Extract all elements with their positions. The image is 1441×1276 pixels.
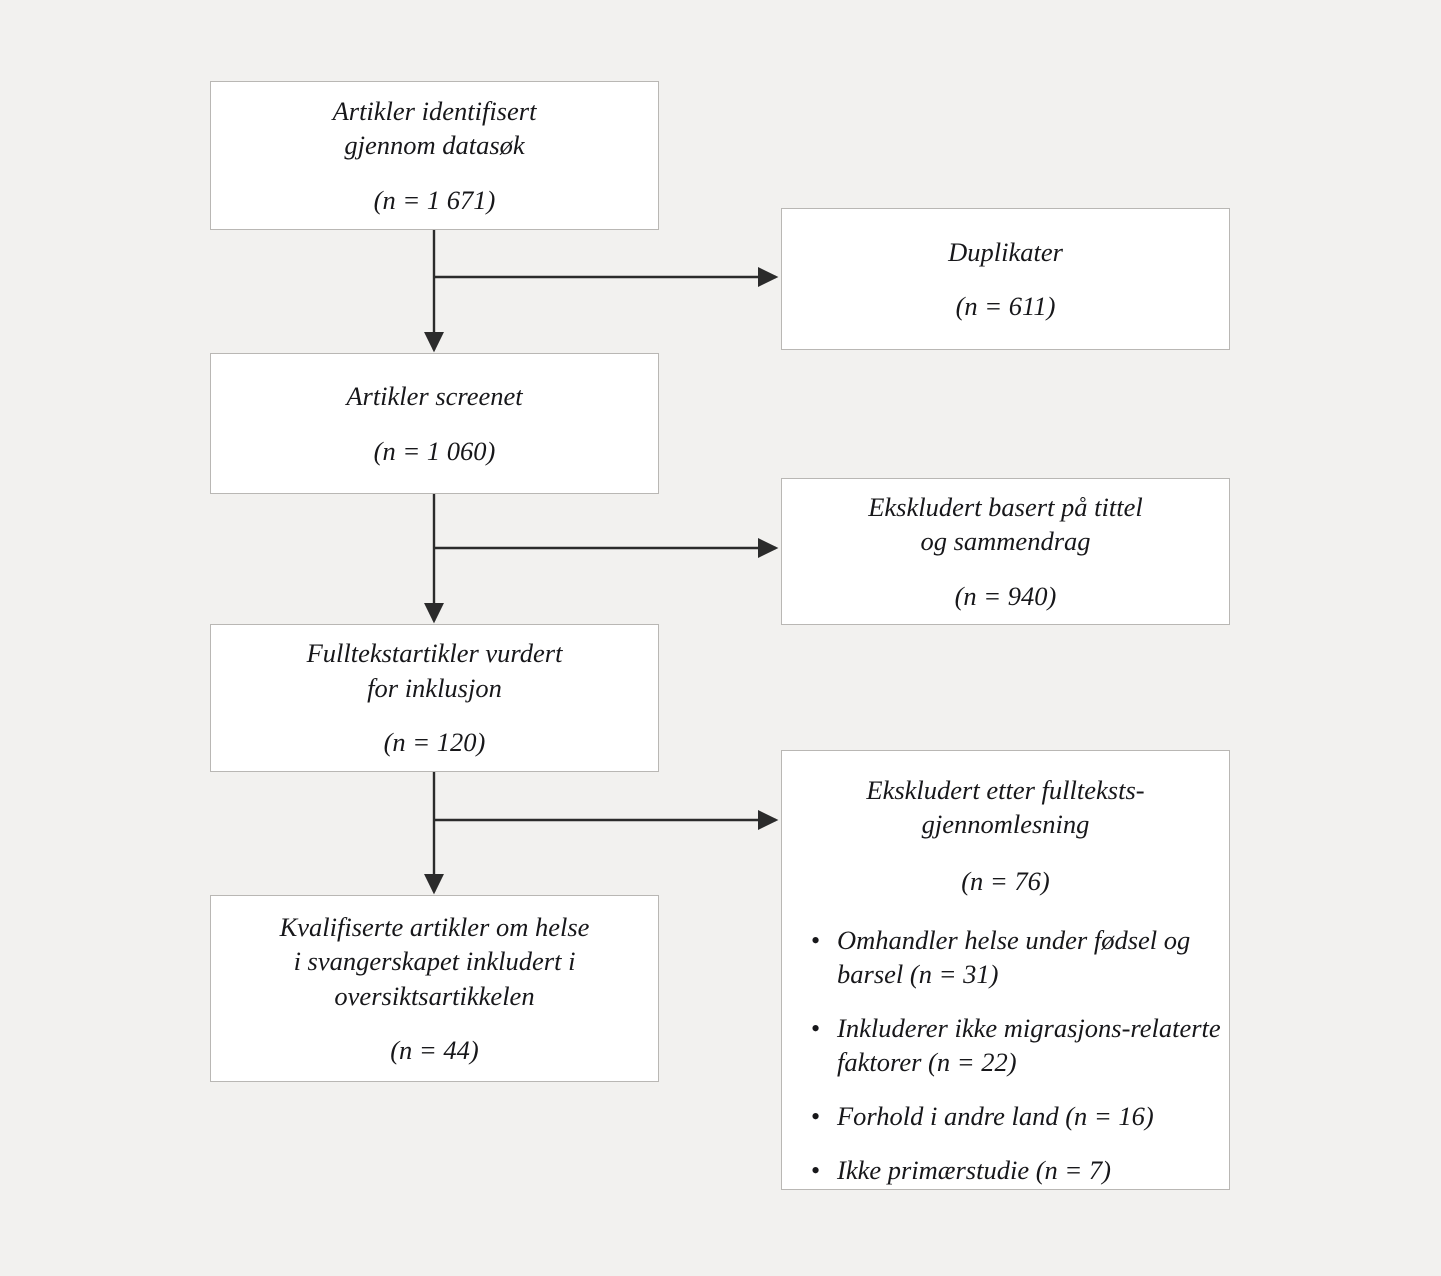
exclusion-reason-text: Ikke primærstudie (n = 7)	[837, 1154, 1111, 1185]
node-included-articles: Kvalifiserte artikler om helse i svanger…	[210, 895, 659, 1082]
node-excluded-after-fulltext-heading: Ekskludert etter fullteksts- gjennomlesn…	[796, 773, 1215, 898]
node-articles-identified-line2: gjennom datasøk	[344, 130, 525, 161]
list-item: • Inkluderer ikke migrasjons-relaterte f…	[807, 1012, 1226, 1080]
node-duplicates-count: (n = 611)	[955, 291, 1056, 321]
node-excluded-after-fulltext: Ekskludert etter fullteksts- gjennomlesn…	[781, 750, 1230, 1190]
node-duplicates: Duplikater (n = 611)	[781, 208, 1230, 350]
node-excluded-title-abstract-count: (n = 940)	[954, 580, 1057, 611]
node-articles-identified-count: (n = 1 671)	[373, 184, 496, 215]
node-fulltext-assessed-line2: for inklusjon	[367, 672, 502, 703]
bullet-dot-icon: •	[811, 1155, 821, 1185]
node-fulltext-assessed-count: (n = 120)	[383, 727, 486, 758]
node-articles-screened: Artikler screenet (n = 1 060)	[210, 353, 659, 494]
node-excluded-title-abstract: Ekskludert basert på tittel og sammendra…	[781, 478, 1230, 625]
node-excluded-title-abstract-line1: Ekskludert basert på tittel	[868, 491, 1143, 522]
node-included-articles-line1: Kvalifiserte artikler om helse	[279, 911, 590, 942]
bullet-dot-icon: •	[811, 1101, 821, 1131]
node-articles-screened-line1: Artikler screenet	[346, 381, 523, 412]
bullet-dot-icon: •	[811, 926, 821, 956]
list-item: • Omhandler helse under fødsel og barsel…	[807, 924, 1226, 992]
bullet-dot-icon: •	[811, 1014, 821, 1044]
exclusion-reason-text: Forhold i andre land (n = 16)	[837, 1100, 1154, 1131]
node-excluded-after-fulltext-line1: Ekskludert etter fullteksts-	[866, 775, 1145, 805]
node-fulltext-assessed: Fulltekstartikler vurdert for inklusjon …	[210, 624, 659, 772]
node-included-articles-count: (n = 44)	[390, 1034, 479, 1065]
node-articles-identified: Artikler identifisert gjennom datasøk (n…	[210, 81, 659, 230]
node-excluded-after-fulltext-line2: gjennomlesning	[921, 809, 1090, 840]
exclusion-reason-text: Inkluderer ikke migrasjons-relaterte fak…	[837, 1013, 1221, 1078]
node-articles-screened-count: (n = 1 060)	[373, 435, 496, 466]
node-included-articles-line2: i svangerskapet inkludert i	[293, 946, 576, 977]
node-fulltext-assessed-line1: Fulltekstartikler vurdert	[306, 638, 563, 669]
node-duplicates-line1: Duplikater	[948, 236, 1063, 267]
exclusion-reason-text: Omhandler helse under fødsel og barsel (…	[837, 925, 1191, 990]
node-excluded-title-abstract-line2: og sammendrag	[920, 526, 1091, 557]
list-item: • Forhold i andre land (n = 16)	[807, 1100, 1226, 1134]
node-articles-identified-line1: Artikler identifisert	[332, 95, 537, 126]
node-included-articles-line3: oversiktsartikkelen	[334, 980, 535, 1011]
node-excluded-after-fulltext-count: (n = 76)	[961, 865, 1050, 896]
list-item: • Ikke primærstudie (n = 7)	[807, 1154, 1226, 1188]
exclusion-reason-list: • Omhandler helse under fødsel og barsel…	[783, 924, 1228, 1187]
